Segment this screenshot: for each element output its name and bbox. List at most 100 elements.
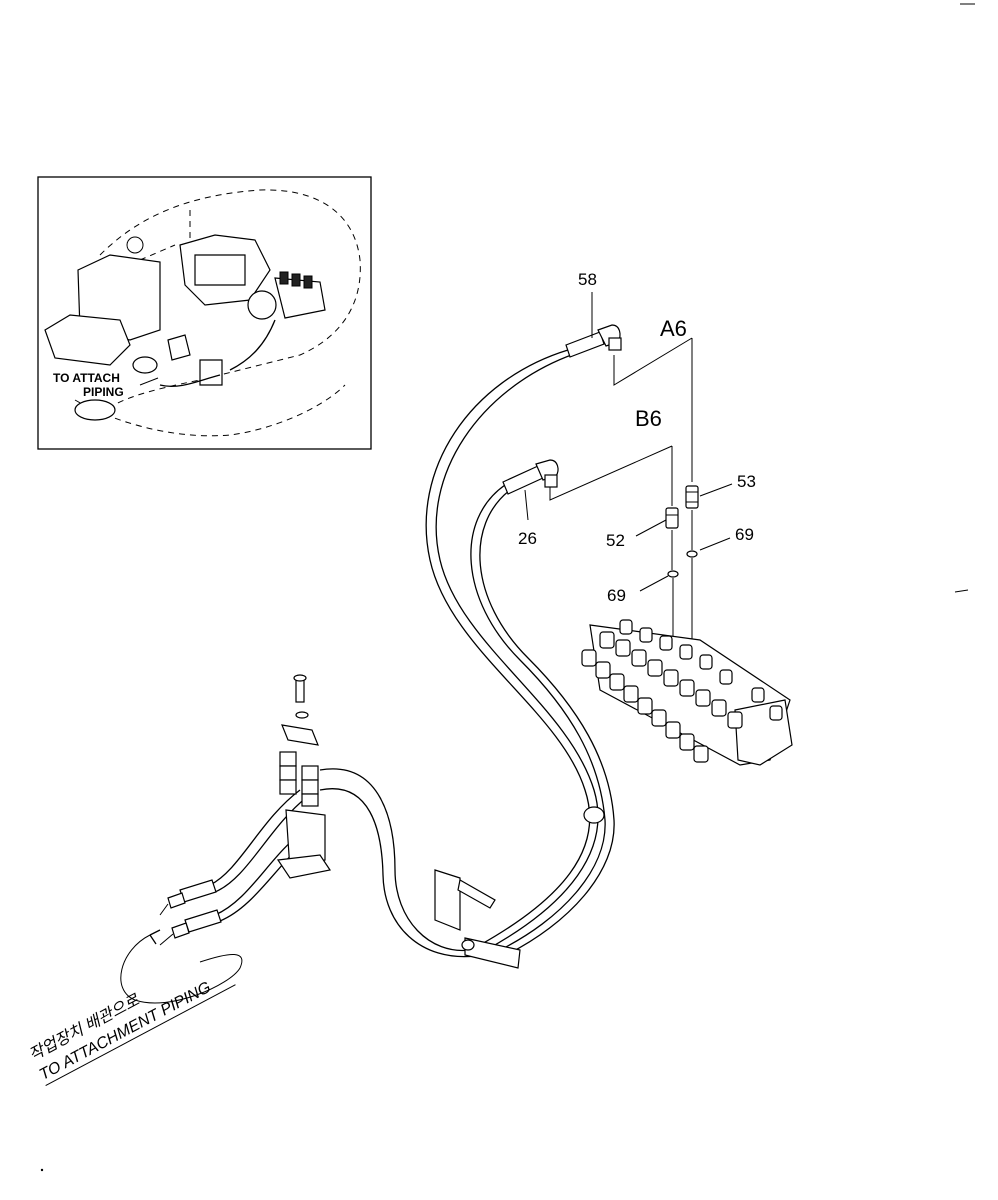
valve-spool [609, 673, 625, 691]
valve-spool [639, 627, 653, 643]
hose-end-nut-2 [171, 922, 190, 939]
fitting-26-nut [544, 474, 558, 488]
machine-overview-inset: TO ATTACH PIPING [37, 176, 372, 450]
valve-spool [679, 733, 695, 751]
hose-end-fitting-1 [179, 879, 217, 903]
fitting-53-body [685, 485, 699, 509]
engine-pulley [247, 290, 277, 320]
callout-52: 52 [606, 531, 625, 550]
fitting-58-sleeve [565, 331, 605, 358]
attachment-hose-lower-2 [319, 788, 477, 958]
floor-bracket [434, 869, 521, 969]
attachment-hose-pair [209, 768, 477, 958]
inset-idler-wheel [74, 399, 116, 421]
valve-spools [581, 619, 783, 763]
valve-spool [751, 687, 765, 703]
engine-detail [194, 254, 246, 286]
scan-mark-right [954, 589, 969, 593]
valve-spool [631, 649, 647, 667]
machine-seat [44, 314, 131, 366]
fitting-58-nut [608, 337, 622, 351]
hose-58-outer [435, 353, 599, 951]
o-ring-69-right [686, 550, 698, 558]
inset-label-to-attach: TO ATTACH [53, 371, 120, 385]
valve-spool [695, 689, 711, 707]
valve-spool [711, 699, 727, 717]
leader-69-right [699, 537, 731, 551]
valve-spool [647, 659, 663, 677]
valve-spool [615, 639, 631, 657]
fitting-52 [665, 507, 679, 529]
valve-end-cover [734, 699, 793, 766]
attachment-hose-upper [209, 789, 301, 886]
clamp-bolt [295, 679, 305, 703]
clamp-washer [295, 711, 309, 719]
fitting-52-body [665, 507, 679, 529]
leader-53 [699, 483, 733, 497]
clamp-base-foot [276, 854, 331, 879]
valve-spool [665, 721, 681, 739]
valve-spool [581, 649, 597, 667]
inset-hoses [159, 319, 276, 387]
inset-swing-motor [132, 356, 158, 374]
valve-spool [619, 619, 633, 635]
fitting-53 [685, 485, 699, 509]
fitting-58 [565, 324, 622, 358]
valve-spool [599, 631, 615, 649]
inset-valve-port-2 [291, 273, 301, 287]
valve-spool [727, 711, 743, 729]
callout-b6: B6 [635, 406, 662, 431]
note-underline [45, 984, 236, 1087]
inset-swivel [167, 334, 191, 361]
attachment-hose-lower [319, 768, 471, 952]
bracket-tab [457, 879, 496, 909]
callout-69-right: 69 [735, 525, 754, 544]
control-valve-block [581, 619, 793, 766]
a6-bracket-line [613, 337, 693, 386]
fitting-26 [502, 459, 559, 495]
clamp-bolt-head [293, 674, 307, 682]
hose-clamp [583, 806, 605, 824]
attachment-hose-upper-2 [214, 796, 308, 893]
inset-manifold [199, 359, 223, 386]
clamp-plate [281, 724, 319, 746]
valve-spool [679, 644, 693, 660]
inset-label-leader [139, 377, 159, 386]
valve-spool [663, 669, 679, 687]
valve-spool [637, 697, 653, 715]
clamp-block-5 [301, 779, 319, 795]
clamp-block-3 [279, 779, 297, 795]
callout-58: 58 [578, 270, 597, 289]
callout-53: 53 [737, 472, 756, 491]
clamp-block-4 [301, 765, 319, 781]
hose-end-nut-1 [167, 892, 186, 909]
hose-end-stubs [159, 903, 174, 946]
valve-spool [623, 685, 639, 703]
hose-26 [470, 484, 606, 951]
callout-26: 26 [518, 529, 537, 548]
bracket-upright [434, 869, 461, 931]
scan-dot [40, 1168, 44, 1172]
o-ring-69-left [667, 570, 679, 578]
valve-spool [651, 709, 667, 727]
valve-spool [693, 745, 709, 763]
clamp-block-2 [279, 765, 297, 781]
attachment-hose-ends [159, 879, 222, 946]
fitting-26-sleeve [502, 465, 544, 495]
clamp-block-1 [279, 751, 297, 767]
attachment-direction-loop [120, 934, 243, 1004]
valve-spool [595, 661, 611, 679]
leader-52 [635, 519, 667, 537]
bracket-clip [461, 939, 475, 951]
clamp-block-6 [301, 793, 319, 807]
inset-valve-port-1 [279, 271, 289, 285]
inset-valve-port-3 [303, 275, 313, 289]
valve-spool [699, 654, 713, 670]
callout-69-left: 69 [607, 586, 626, 605]
machine-pump [126, 236, 144, 254]
hose-58 [425, 349, 591, 946]
callout-a6: A6 [660, 316, 687, 341]
valve-spool [719, 669, 733, 685]
long-hose-pair [425, 349, 615, 956]
